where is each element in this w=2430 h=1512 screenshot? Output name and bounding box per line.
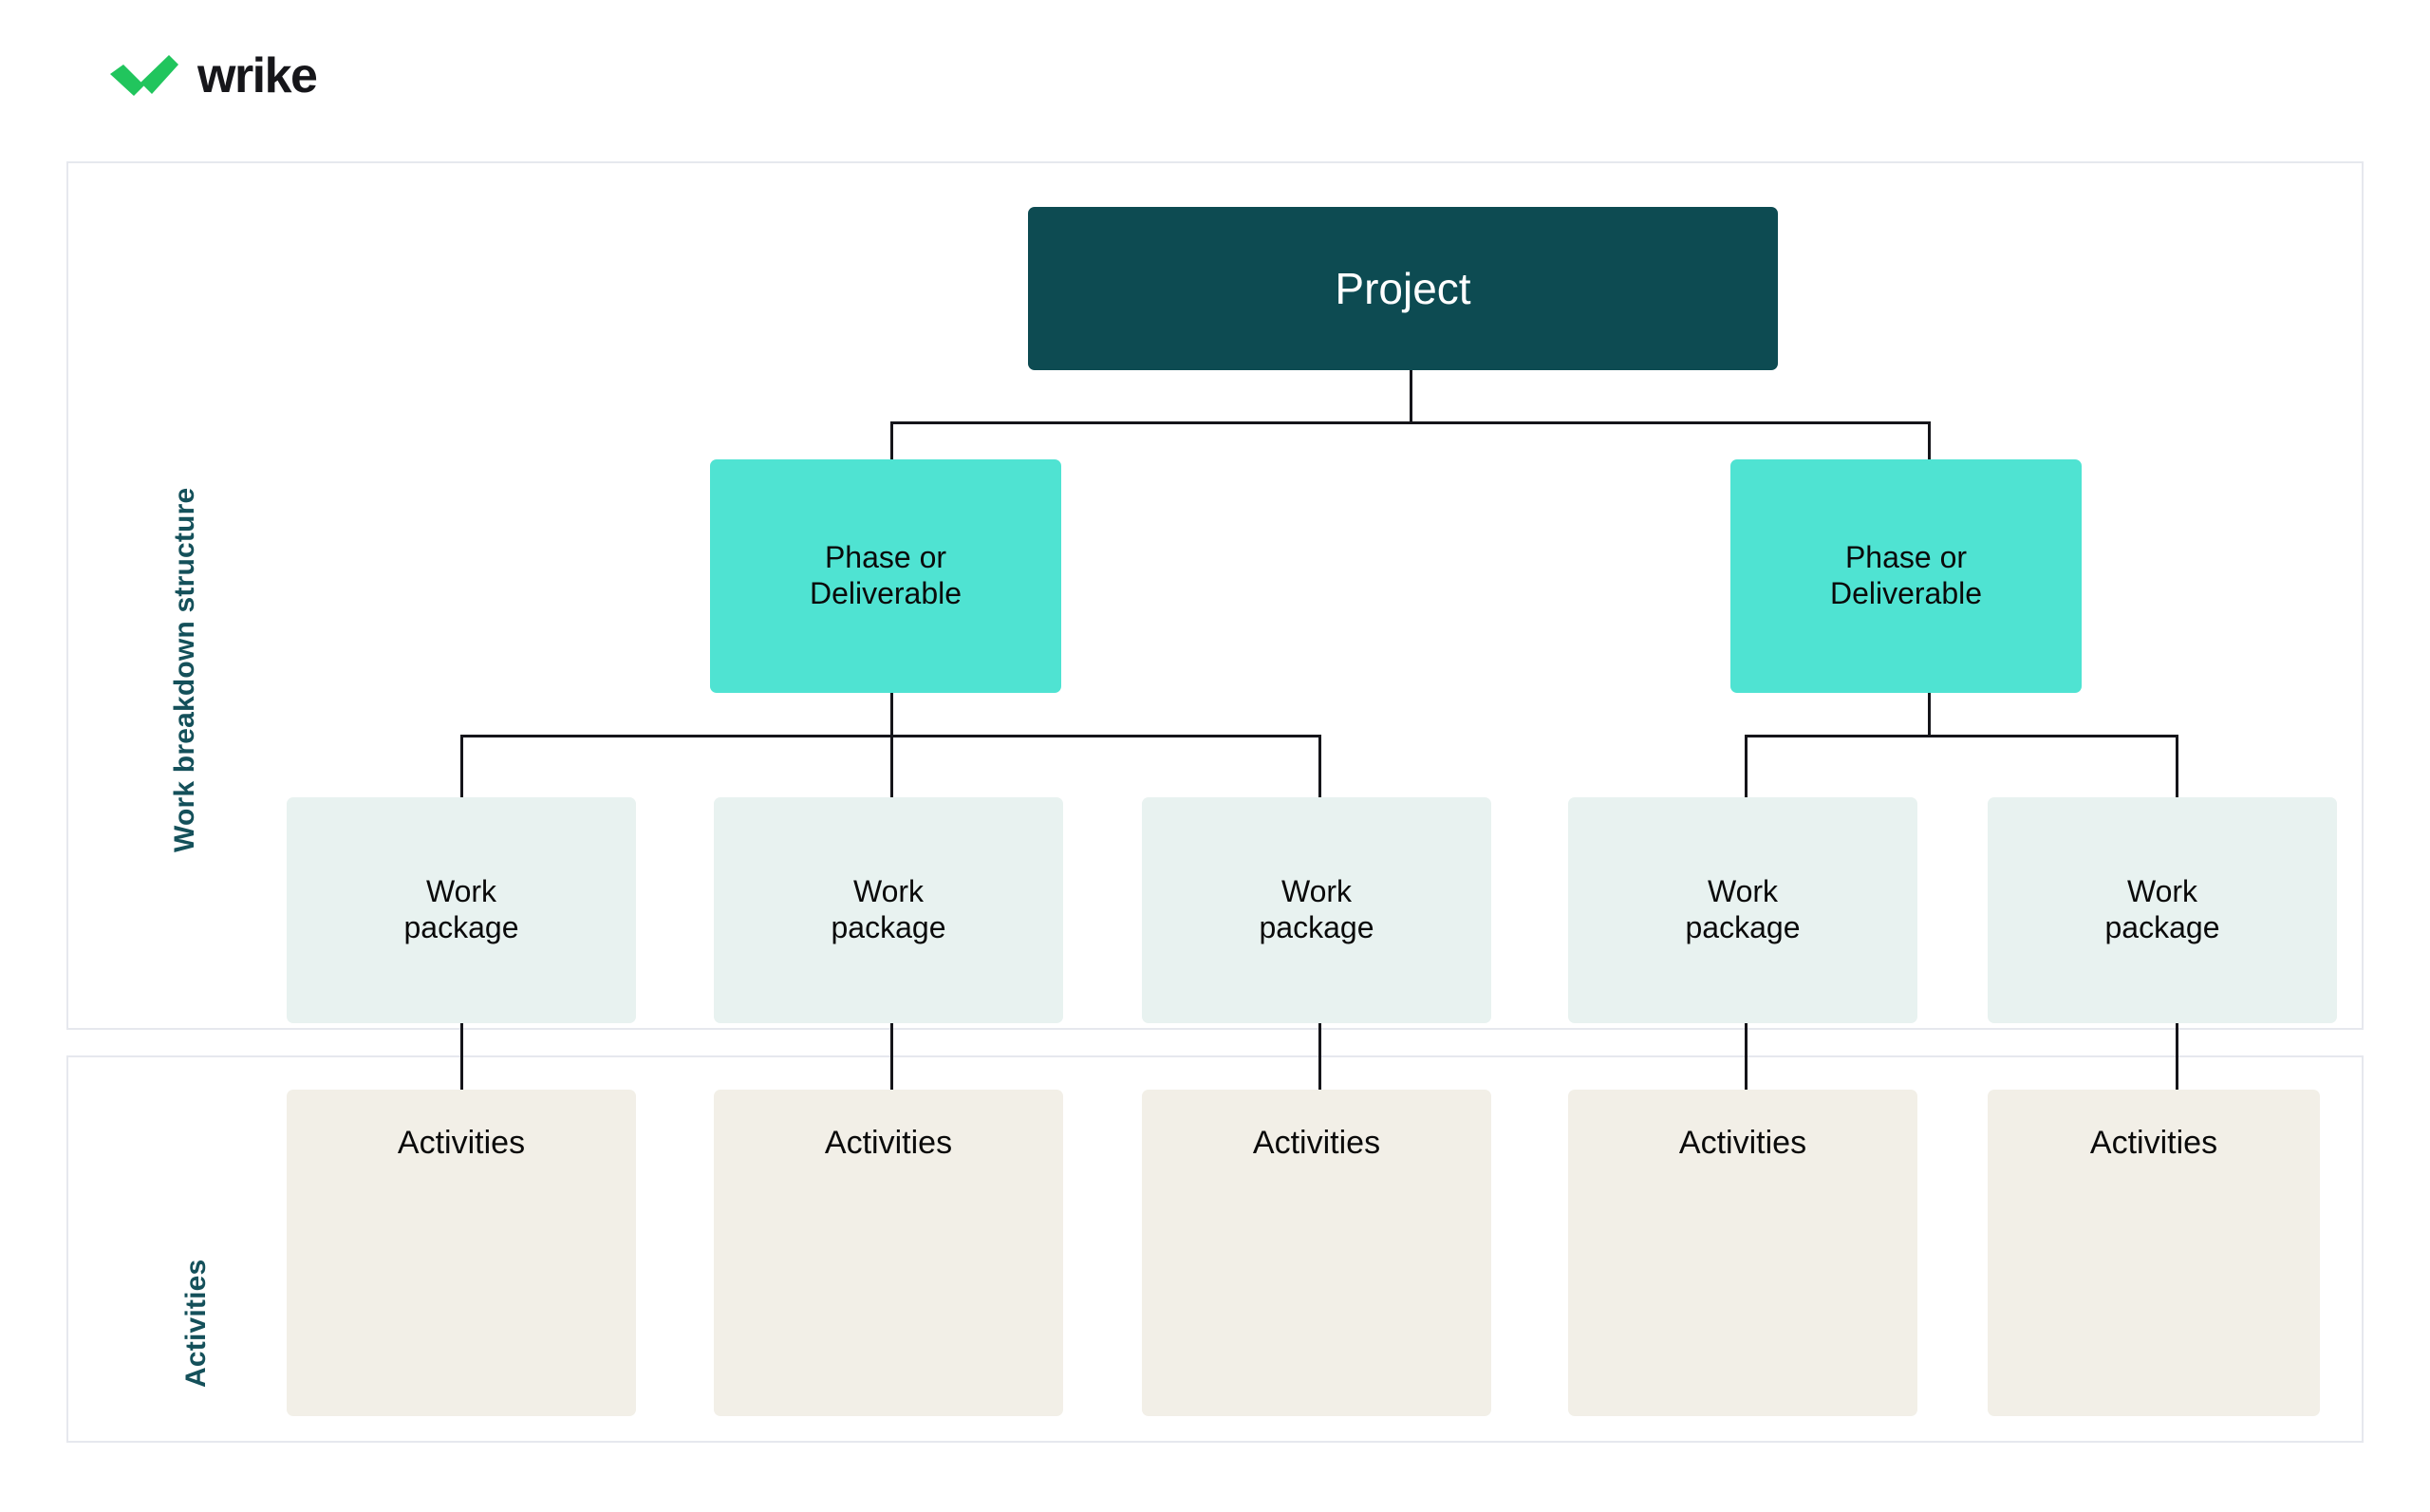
connector-to-phase-1 (890, 421, 893, 461)
node-phase-1-label: Phase or Deliverable (809, 540, 963, 610)
node-work-package-3-label: Work package (1259, 874, 1374, 944)
node-project[interactable]: Project (1028, 207, 1778, 370)
node-work-package-4-label: Work package (1685, 874, 1801, 944)
wrike-checkmark-logo-icon (103, 51, 184, 101)
node-activities-5-label: Activities (2089, 1125, 2218, 1161)
connector-to-work-package-5 (2176, 735, 2178, 797)
node-work-package-2[interactable]: Work package (714, 797, 1063, 1023)
node-activities-2-label: Activities (824, 1125, 953, 1161)
node-activities-4[interactable]: Activities (1568, 1090, 1917, 1416)
work-breakdown-structure-panel (66, 161, 2364, 1030)
connector-project-bus (890, 421, 1931, 424)
node-work-package-4[interactable]: Work package (1568, 797, 1917, 1023)
node-work-package-5-label: Work package (2104, 874, 2220, 944)
connector-phase-2-down (1928, 693, 1931, 737)
node-activities-2[interactable]: Activities (714, 1090, 1063, 1416)
node-activities-3[interactable]: Activities (1142, 1090, 1491, 1416)
connector-phase-2-bus (1745, 735, 2178, 737)
connector-work-package-1-to-activities (460, 1023, 463, 1090)
node-phase-2[interactable]: Phase or Deliverable (1730, 459, 2082, 693)
connector-work-package-4-to-activities (1745, 1023, 1748, 1090)
section-label-work-breakdown-structure: Work breakdown structure (169, 487, 200, 852)
node-activities-4-label: Activities (1678, 1125, 1807, 1161)
wrike-wordmark: wrike (197, 48, 318, 103)
node-work-package-2-label: Work package (831, 874, 946, 944)
connector-work-package-3-to-activities (1318, 1023, 1321, 1090)
wrike-logo[interactable]: wrike (103, 48, 318, 103)
node-activities-3-label: Activities (1252, 1125, 1381, 1161)
connector-project-down (1410, 370, 1412, 423)
node-phase-1[interactable]: Phase or Deliverable (710, 459, 1061, 693)
node-work-package-1[interactable]: Work package (287, 797, 636, 1023)
connector-phase-1-down (890, 693, 893, 737)
node-work-package-1-label: Work package (403, 874, 519, 944)
node-activities-5[interactable]: Activities (1988, 1090, 2320, 1416)
node-work-package-3[interactable]: Work package (1142, 797, 1491, 1023)
connector-to-phase-2 (1928, 421, 1931, 461)
node-activities-1-label: Activities (397, 1125, 526, 1161)
connector-to-work-package-1 (460, 735, 463, 797)
node-project-label: Project (1335, 263, 1471, 313)
node-phase-2-label: Phase or Deliverable (1829, 540, 1983, 610)
node-work-package-5[interactable]: Work package (1988, 797, 2337, 1023)
section-label-activities: Activities (180, 1259, 212, 1388)
connector-work-package-2-to-activities (890, 1023, 893, 1090)
connector-to-work-package-4 (1745, 735, 1748, 797)
connector-to-work-package-3 (1318, 735, 1321, 797)
connector-to-work-package-2 (890, 735, 893, 797)
connector-work-package-5-to-activities (2176, 1023, 2178, 1090)
node-activities-1[interactable]: Activities (287, 1090, 636, 1416)
activities-panel (66, 1055, 2364, 1443)
